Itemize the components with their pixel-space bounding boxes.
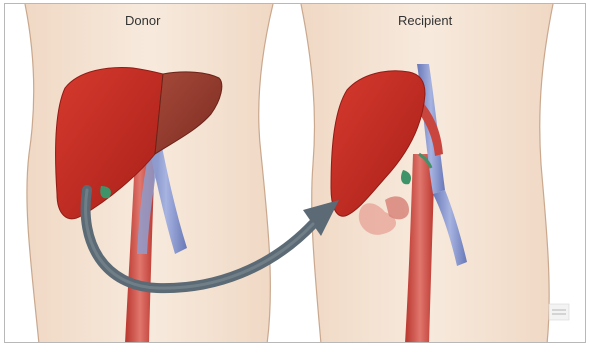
recipient-label: Recipient — [398, 13, 452, 28]
liver-transplant-illustration — [5, 4, 586, 343]
figure-frame: Donor Recipient — [4, 3, 586, 343]
watermark — [549, 304, 569, 320]
donor-label: Donor — [125, 13, 160, 28]
